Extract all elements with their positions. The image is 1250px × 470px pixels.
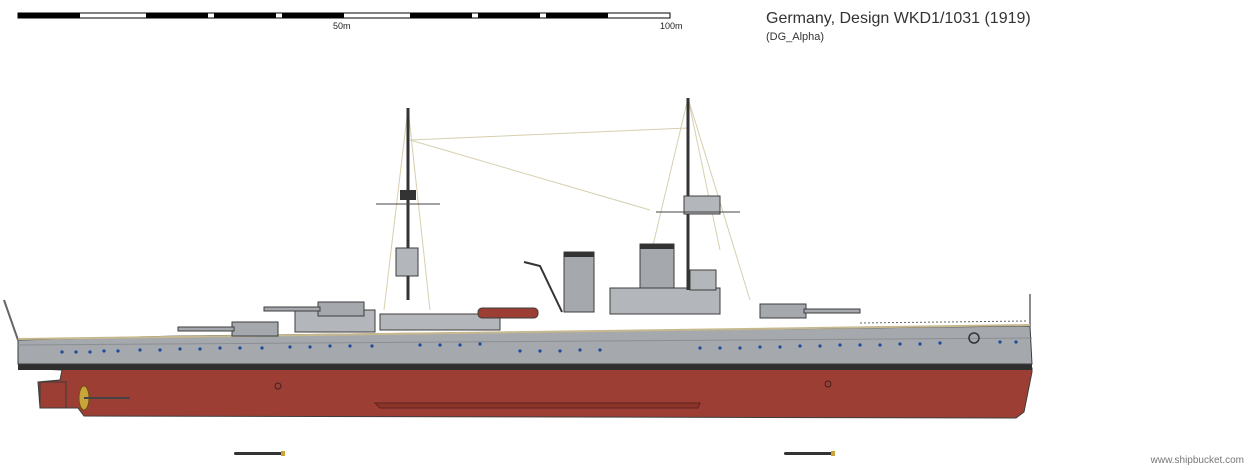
scale-label-100m: 100m <box>660 21 683 31</box>
scale-bar-graphic <box>17 12 671 19</box>
turret-aft-lower <box>177 321 279 337</box>
turret-aft-upper <box>263 301 365 317</box>
rudder <box>39 381 67 409</box>
boat-crane <box>523 261 563 313</box>
aft-mast <box>376 108 440 300</box>
funnel-aft <box>563 251 595 313</box>
keel-bulge <box>373 402 701 409</box>
torpedo-scale-aft <box>234 451 285 456</box>
site-credit: www.shipbucket.com <box>1150 455 1244 466</box>
stern-flagstaff <box>3 299 19 341</box>
turret-fwd-upper <box>759 303 861 319</box>
drawing-author: (DG_Alpha) <box>766 31 825 43</box>
foremast-tower <box>656 98 740 291</box>
torpedo-scale-fwd <box>784 451 835 456</box>
deck-railing <box>859 320 1027 324</box>
portholes <box>60 340 1018 390</box>
scale-label-50m: 50m <box>333 21 351 31</box>
lower-hull <box>17 367 1033 419</box>
bridge-superstructure <box>609 287 721 315</box>
ship-boat <box>477 307 539 319</box>
main-deck <box>17 324 1031 340</box>
boot-topping <box>18 364 1032 370</box>
drawing-title: Germany, Design WKD1/1031 (1919) <box>766 10 1031 27</box>
anchor-icon <box>968 332 980 344</box>
